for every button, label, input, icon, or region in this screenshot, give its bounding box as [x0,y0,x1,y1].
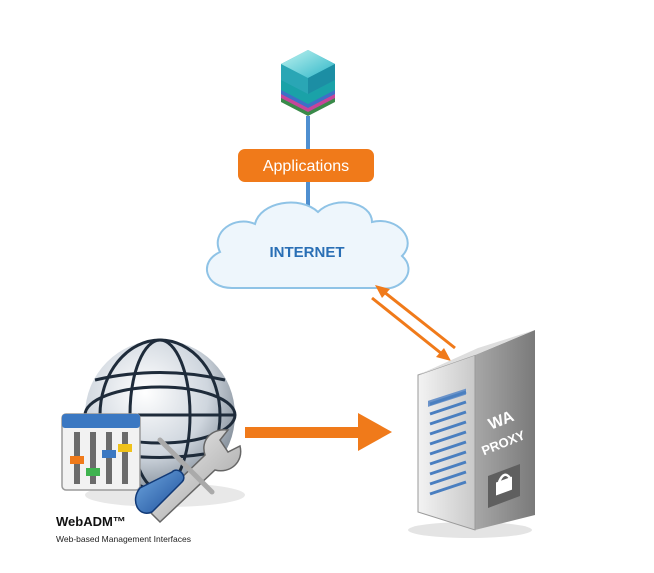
webadm-title: WebADM™ [56,514,126,529]
applications-badge: Applications [238,149,374,182]
webadm-subtitle: Web-based Management Interfaces [56,534,191,544]
lock-icon [488,464,520,508]
stacked-layers-icon [281,50,335,116]
server-tower-icon: WA PROXY [408,330,535,538]
applications-label: Applications [263,158,349,175]
bidirectional-arrows [371,285,456,361]
internet-label: INTERNET [270,244,345,261]
globe-with-wrench-and-sliders-icon [61,338,245,524]
main-arrow [245,413,392,451]
internet-cloud: INTERNET [206,201,410,290]
